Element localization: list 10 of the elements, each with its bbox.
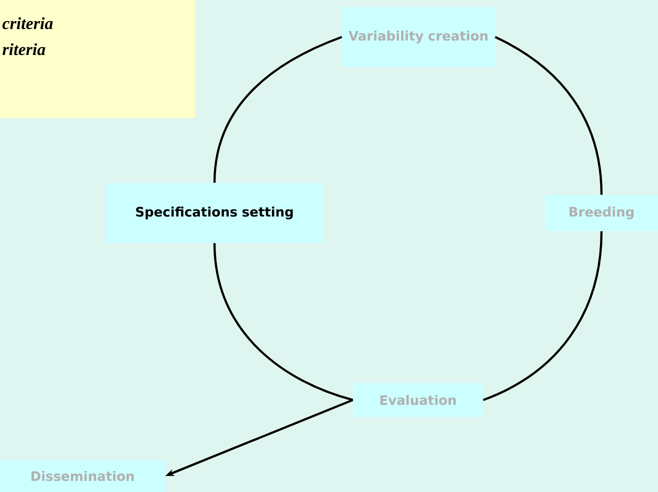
cycle-arc	[494, 36, 603, 195]
cycle-arc	[482, 231, 603, 401]
step-box: Specifications setting	[106, 182, 323, 243]
step-box: Breeding	[545, 195, 658, 231]
step-box: Evaluation	[353, 382, 483, 417]
cycle-arc	[213, 36, 342, 183]
step-box: Variability creation	[342, 7, 495, 67]
cycle-arc	[213, 243, 354, 402]
note-box: criteria riteria	[0, 0, 195, 118]
step-box: Dissemination	[0, 460, 165, 492]
